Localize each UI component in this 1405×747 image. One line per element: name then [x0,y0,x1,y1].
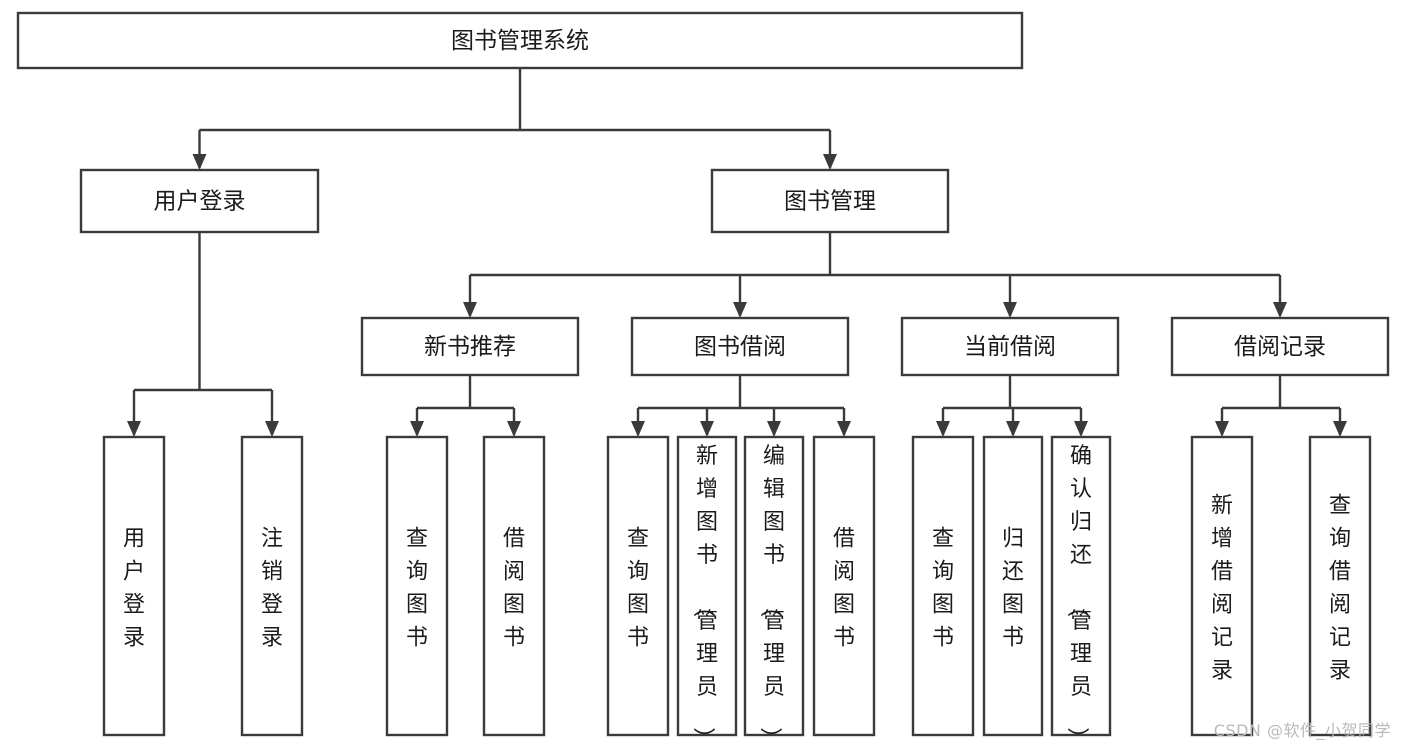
node-leaf-query-record[interactable]: 查询借阅记录 [1308,435,1372,737]
node-borrow-record[interactable]: 借阅记录 [1170,316,1390,377]
node-borrow-record-label: 借阅记录 [1234,334,1326,360]
node-leaf-add-book-box[interactable] [676,435,738,737]
node-user-login-box[interactable] [79,168,320,234]
node-leaf-return-book-label: 归还图书 [1002,527,1024,651]
book-borrow-to-leaves-arrow-1 [700,421,714,437]
node-root[interactable]: 图书管理系统 [16,11,1024,70]
node-leaf-edit-book-box[interactable] [743,435,805,737]
user-login-to-leaves-arrow-0 [127,421,141,437]
node-leaf-logout-label: 注销登录 [261,527,283,651]
node-leaf-return-book-box[interactable] [982,435,1044,737]
node-leaf-query-book-2-label: 查询图书 [627,527,649,651]
node-book-manage-label: 图书管理 [784,189,876,215]
node-new-book-recommend-box[interactable] [360,316,580,377]
book-borrow-to-leaves-arrow-2 [767,421,781,437]
node-current-borrow-label: 当前借阅 [964,334,1056,360]
node-layer: 图书管理系统用户登录图书管理新书推荐图书借阅当前借阅借阅记录用户登录注销登录查询… [16,11,1390,747]
new-book-recommend-to-leaves-arrow-1 [507,421,521,437]
root-to-level2-arrow-1 [823,154,837,170]
node-leaf-user-login-box[interactable] [102,435,166,737]
node-leaf-edit-book[interactable]: 编辑图书（管理员） [743,435,805,747]
node-leaf-logout-box[interactable] [240,435,304,737]
node-leaf-add-book[interactable]: 新增图书（管理员） [676,435,738,747]
node-new-book-recommend[interactable]: 新书推荐 [360,316,580,377]
node-leaf-borrow-book-2-box[interactable] [812,435,876,737]
book-manage-to-level3-arrow-3 [1273,302,1287,318]
node-user-login-label: 用户登录 [154,189,246,215]
node-root-box[interactable] [16,11,1024,70]
borrow-record-to-leaves-arrow-1 [1333,421,1347,437]
root-to-level2-arrow-0 [192,154,207,170]
node-current-borrow-box[interactable] [900,316,1120,377]
node-leaf-borrow-book-1[interactable]: 借阅图书 [482,435,546,737]
node-leaf-edit-book-label: 编辑图书（管理员） [757,444,785,747]
node-leaf-borrow-book-1-box[interactable] [482,435,546,737]
node-leaf-query-book-2[interactable]: 查询图书 [606,435,670,737]
node-leaf-query-record-label: 查询借阅记录 [1329,494,1351,684]
node-leaf-user-login-label: 用户登录 [123,527,145,651]
node-leaf-confirm-return-label: 确认归还（管理员） [1064,444,1092,747]
user-login-to-leaves-arrow-1 [265,421,279,437]
book-borrow-to-leaves-arrow-0 [631,421,645,437]
node-leaf-logout[interactable]: 注销登录 [240,435,304,737]
node-leaf-return-book[interactable]: 归还图书 [982,435,1044,737]
node-book-manage[interactable]: 图书管理 [710,168,950,234]
node-leaf-add-record-box[interactable] [1190,435,1254,737]
node-book-borrow[interactable]: 图书借阅 [630,316,850,377]
node-leaf-borrow-book-2-label: 借阅图书 [833,527,855,651]
current-borrow-to-leaves-arrow-0 [936,421,950,437]
node-leaf-add-book-label: 新增图书（管理员） [690,444,718,747]
current-borrow-to-leaves-arrow-1 [1006,421,1020,437]
new-book-recommend-to-leaves-arrow-0 [410,421,424,437]
node-leaf-borrow-book-2[interactable]: 借阅图书 [812,435,876,737]
node-leaf-borrow-book-1-label: 借阅图书 [503,527,525,651]
node-book-manage-box[interactable] [710,168,950,234]
node-leaf-confirm-return[interactable]: 确认归还（管理员） [1050,435,1112,747]
book-manage-to-level3-arrow-2 [1003,302,1017,318]
node-root-label: 图书管理系统 [451,28,589,54]
node-leaf-user-login[interactable]: 用户登录 [102,435,166,737]
node-leaf-query-book-3-box[interactable] [911,435,975,737]
book-manage-to-level3-arrow-0 [463,302,477,318]
node-book-borrow-box[interactable] [630,316,850,377]
node-leaf-query-book-1-label: 查询图书 [406,527,428,651]
node-leaf-query-book-1-box[interactable] [385,435,449,737]
node-user-login[interactable]: 用户登录 [79,168,320,234]
node-current-borrow[interactable]: 当前借阅 [900,316,1120,377]
node-leaf-query-record-box[interactable] [1308,435,1372,737]
node-new-book-recommend-label: 新书推荐 [424,334,516,360]
node-leaf-query-book-3[interactable]: 查询图书 [911,435,975,737]
book-borrow-to-leaves-arrow-3 [837,421,851,437]
node-leaf-query-book-2-box[interactable] [606,435,670,737]
current-borrow-to-leaves-arrow-2 [1074,421,1088,437]
node-leaf-query-book-1[interactable]: 查询图书 [385,435,449,737]
connector-layer [127,68,1347,437]
node-borrow-record-box[interactable] [1170,316,1390,377]
node-leaf-add-record-label: 新增借阅记录 [1211,494,1233,684]
book-manage-to-level3-arrow-1 [733,302,747,318]
node-leaf-confirm-return-box[interactable] [1050,435,1112,737]
node-leaf-query-book-3-label: 查询图书 [932,527,954,651]
node-leaf-add-record[interactable]: 新增借阅记录 [1190,435,1254,737]
borrow-record-to-leaves-arrow-0 [1215,421,1229,437]
node-book-borrow-label: 图书借阅 [694,334,786,360]
